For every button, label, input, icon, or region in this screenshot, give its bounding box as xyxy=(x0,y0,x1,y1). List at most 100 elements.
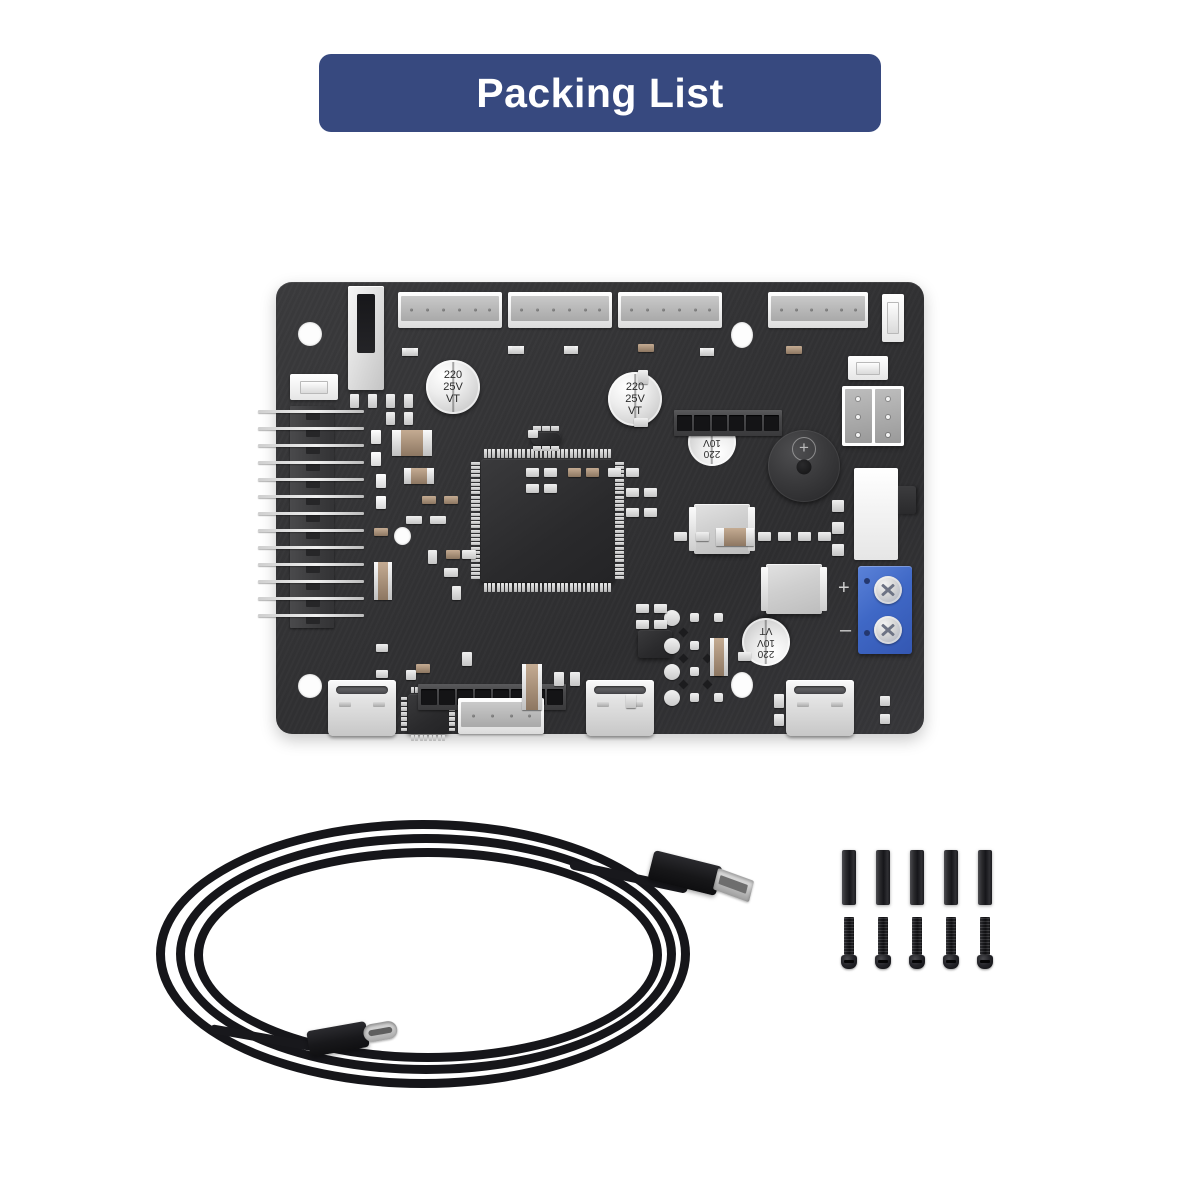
smd-capacitor xyxy=(404,412,413,425)
test-pad xyxy=(664,610,680,626)
smd-resistor xyxy=(880,714,890,724)
controller-board-image: 220 25V VT 220 25V VT 220 10V VT 220 10V… xyxy=(258,282,924,742)
smd-resistor xyxy=(818,532,831,541)
capacitor-brand: VT xyxy=(627,405,643,418)
microcontroller-chip xyxy=(481,459,614,582)
smd-resistor xyxy=(570,672,580,686)
white-header-connector-2 xyxy=(508,292,612,328)
header-pin xyxy=(258,444,364,447)
smd-resistor xyxy=(586,468,599,477)
test-pad xyxy=(690,667,699,676)
smd-resistor xyxy=(738,652,751,661)
test-pad xyxy=(664,690,680,706)
smd-resistor xyxy=(798,532,811,541)
edge-connector-nub xyxy=(898,486,916,514)
header-pin xyxy=(258,478,364,481)
smd-inductor xyxy=(404,468,434,484)
capacitor-value: 220 xyxy=(703,447,721,459)
usb-a-metal-shell xyxy=(712,867,755,903)
header-pin xyxy=(258,410,364,413)
header-pin xyxy=(258,563,364,566)
smd-capacitor xyxy=(368,394,377,408)
standoff xyxy=(876,850,890,905)
pin-header-notch xyxy=(306,546,320,556)
soic-chip xyxy=(531,432,561,445)
screw xyxy=(875,917,891,969)
smd-resistor xyxy=(444,496,458,504)
smd-capacitor xyxy=(404,394,413,408)
dual-white-module xyxy=(842,386,904,446)
pin-header-notch xyxy=(306,512,320,522)
pin-header-notch xyxy=(306,410,320,420)
smd-component-left xyxy=(290,374,338,400)
smd-resistor xyxy=(462,652,472,666)
cable-coil-inner xyxy=(194,848,662,1062)
smd-inductor-large xyxy=(392,430,432,456)
smd-resistor xyxy=(554,672,564,686)
pin-header-notch xyxy=(306,563,320,573)
secondary-chip-leads-bottom xyxy=(410,734,446,742)
smd-resistor xyxy=(374,528,388,536)
pin-header-notch xyxy=(306,495,320,505)
terminal-screw-positive[interactable] xyxy=(874,576,903,604)
vertical-slot-connector xyxy=(348,286,384,390)
pin-header-notch xyxy=(306,529,320,539)
buzzer: + xyxy=(768,430,840,502)
usb-c-port-2 xyxy=(586,680,654,736)
pin-header-notch xyxy=(306,597,320,607)
header-pin xyxy=(258,427,364,430)
soic-chip-leads-bottom xyxy=(532,445,560,452)
smd-resistor xyxy=(544,468,557,477)
header-pin xyxy=(258,597,364,600)
capacitor-value: 220 xyxy=(625,380,645,393)
screw xyxy=(841,917,857,969)
capacitor-voltage: 25V xyxy=(443,380,463,393)
capacitor-brand: VT xyxy=(445,393,461,406)
terminal-negative-label: – xyxy=(840,619,852,641)
smd-capacitor xyxy=(376,474,386,488)
silver-module-right xyxy=(854,468,898,560)
chip-leads-bottom xyxy=(483,582,612,593)
smd-capacitor xyxy=(376,496,386,509)
mounting-hole xyxy=(731,322,753,348)
test-pad xyxy=(664,638,680,654)
terminal-positive-label: + xyxy=(838,577,850,599)
usb-c-port-3 xyxy=(786,680,854,736)
capacitor-value: 220 xyxy=(443,368,463,381)
capacitor-voltage: 10V xyxy=(757,636,775,648)
smd-resistor xyxy=(832,544,844,556)
screw xyxy=(943,917,959,969)
smd-resistor xyxy=(786,346,802,354)
capacitor-brand: VT xyxy=(759,625,773,637)
smd-capacitor xyxy=(371,452,381,466)
smd-resistor xyxy=(428,550,437,564)
cable-coil-middle xyxy=(176,834,676,1074)
smd-resistor xyxy=(654,620,667,629)
smd-resistor xyxy=(700,348,715,356)
smd-resistor xyxy=(402,348,419,356)
test-pad xyxy=(714,693,723,702)
test-pad xyxy=(714,613,723,622)
capacitor-voltage: 10V xyxy=(703,436,721,448)
smd-resistor xyxy=(696,532,709,541)
mounting-hole xyxy=(394,527,411,545)
smd-resistor xyxy=(526,468,539,477)
smd-capacitor xyxy=(386,394,395,408)
packing-list-title-banner: Packing List xyxy=(319,54,881,132)
chip-leads-left xyxy=(470,461,481,580)
white-header-connector-3 xyxy=(618,292,722,328)
capacitor-value: 220 xyxy=(757,647,775,659)
white-header-connector-1 xyxy=(398,292,502,328)
mounting-hole xyxy=(298,322,322,346)
smd-resistor xyxy=(452,586,461,600)
smd-resistor xyxy=(774,694,784,708)
smd-resistor xyxy=(416,664,430,673)
standoff xyxy=(944,850,958,905)
smd-resistor xyxy=(444,568,458,577)
header-pin xyxy=(258,529,364,532)
header-pin xyxy=(258,512,364,515)
power-terminal-block xyxy=(858,566,912,654)
terminal-screw-negative[interactable] xyxy=(874,616,903,644)
pin-header-notch xyxy=(306,614,320,624)
chip-leads-right xyxy=(614,461,625,580)
